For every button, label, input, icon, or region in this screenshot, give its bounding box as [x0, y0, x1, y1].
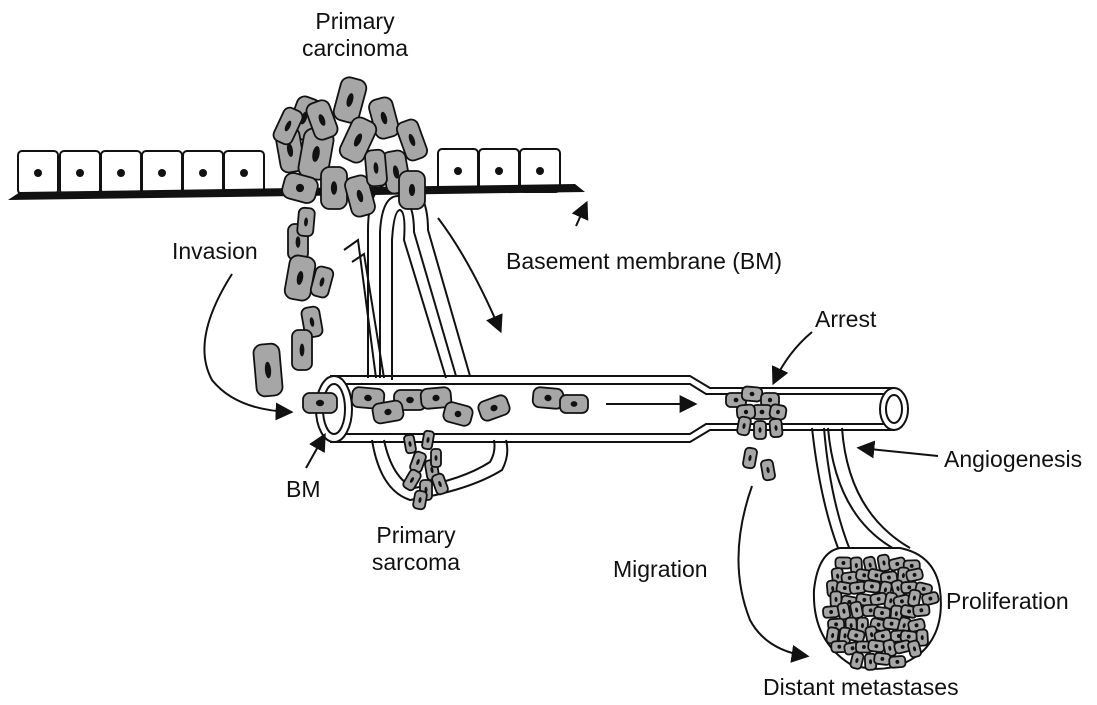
label-angiogenesis: Angiogenesis: [944, 446, 1082, 473]
label-primary-sarcoma-line2: sarcoma: [366, 549, 466, 576]
epithelial-cell-nucleus: [158, 169, 166, 177]
label-primary-carcinoma-line2: carcinoma: [300, 35, 410, 62]
tumor-cells: [253, 75, 940, 670]
epithelial-cell-nucleus: [117, 169, 125, 177]
epithelial-cell-nucleus: [199, 169, 207, 177]
tumor-cell: [532, 387, 564, 410]
tumor-cell: [913, 604, 930, 617]
tumor-cell: [737, 416, 752, 436]
label-arrest: Arrest: [815, 306, 876, 333]
tumor-cell: [431, 473, 449, 496]
tumor-cell: [906, 568, 924, 582]
label-primary-carcinoma-line1: Primary: [300, 8, 410, 35]
tumor-cell: [442, 401, 474, 428]
tumor-cell: [835, 557, 851, 568]
label-basement-membrane: Basement membrane (BM): [506, 248, 782, 275]
tumor-cell: [292, 330, 312, 370]
tumor-cell: [364, 149, 387, 187]
label-primary-sarcoma: Primary sarcoma: [366, 522, 466, 576]
epithelial-cell-nucleus: [240, 169, 248, 177]
label-primary-carcinoma: Primary carcinoma: [300, 8, 410, 62]
epithelial-cell-nucleus: [536, 167, 544, 175]
tumor-cell: [476, 393, 511, 422]
epithelial-cell-nucleus: [76, 169, 84, 177]
tumor-cell: [874, 652, 891, 665]
label-proliferation: Proliferation: [946, 588, 1069, 615]
migration-arrow: [738, 486, 806, 656]
angiogenesis-arrow: [860, 448, 938, 456]
label-primary-sarcoma-line1: Primary: [366, 522, 466, 549]
epithelial-cell-nucleus: [34, 169, 42, 177]
tumor-cell: [253, 343, 283, 397]
tumor-cell: [431, 449, 441, 467]
tumor-cell: [769, 419, 783, 438]
tumor-cell: [297, 207, 315, 236]
tumor-cell: [742, 447, 757, 469]
bm-arrow: [306, 436, 324, 468]
tumor-cell: [303, 393, 337, 413]
tumor-cell: [283, 254, 316, 302]
tumor-cell: [868, 640, 885, 653]
epithelial-cells-left: [18, 151, 264, 194]
epithelial-cell-nucleus: [495, 167, 503, 175]
tumor-cell: [863, 580, 880, 593]
label-migration: Migration: [613, 556, 708, 583]
epithelial-cell-nucleus: [454, 167, 462, 175]
angiogenesis-vessels: [812, 428, 910, 552]
tumor-cell: [560, 395, 588, 413]
label-distant-metastases: Distant metastases: [763, 674, 959, 701]
tumor-cell: [321, 167, 347, 209]
bm-label-arrow: [576, 204, 586, 226]
tumor-cell: [413, 490, 428, 510]
tumor-cell: [850, 601, 864, 619]
tumor-cell: [399, 171, 425, 209]
tumor-cell: [889, 656, 906, 668]
tumor-cell: [769, 404, 787, 421]
intravasation-arrow: [438, 218, 500, 330]
tumor-cell: [754, 421, 766, 439]
tumor-cell: [422, 430, 435, 449]
label-invasion: Invasion: [172, 238, 258, 265]
arrest-arrow: [774, 332, 812, 382]
tumor-cell: [371, 400, 404, 425]
tumor-cell: [760, 459, 775, 481]
label-bm: BM: [286, 476, 321, 503]
tumor-cell: [741, 386, 762, 402]
tumor-cell: [404, 434, 417, 453]
